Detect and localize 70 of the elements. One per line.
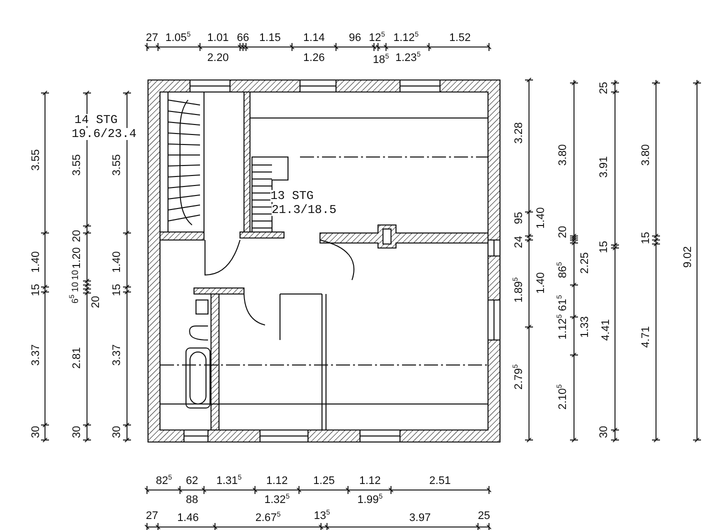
dimension-label: 1.40 [535, 207, 547, 229]
dimension-label: 20 [71, 230, 83, 242]
dimension-label: 13$^{5}$ [314, 510, 330, 522]
dimension-label: 2.81 [71, 347, 83, 369]
dimension-label: 1.40 [30, 251, 42, 273]
stair-label: 14 STG [74, 114, 118, 126]
dimension-label: 62 [186, 475, 198, 487]
dimension-label: 20 [557, 226, 569, 238]
dimension-label: 15 [598, 240, 610, 254]
dimension-label: 1.40 [111, 251, 123, 273]
dimension-label: 27 [146, 510, 158, 522]
dimension-label: 15 [111, 284, 123, 296]
dimension-label: 88 [186, 494, 198, 506]
dimension-label: 30 [30, 426, 42, 438]
dimension-label: 3.80 [557, 144, 569, 166]
dimension-label: 18$^{5}$ [372, 54, 390, 66]
dimension-label: 1.20 [71, 247, 83, 269]
dimension-label: 4.71 [640, 326, 652, 348]
dimension-label: 1.46 [177, 512, 199, 524]
dimension-label: 4.41 [600, 319, 612, 341]
dimension-label: 3.97 [409, 512, 431, 524]
dimension-label: 1.14 [303, 32, 325, 44]
dimension-label: 3.37 [111, 344, 123, 366]
dimension-label: 1.52 [449, 32, 471, 44]
dimension-label: 3.37 [30, 344, 42, 366]
dimension-label: 1.12$^{5}$ [393, 32, 419, 44]
dimension-label: 96 [348, 32, 362, 44]
dimension-label: 27 [146, 32, 158, 44]
dimension-label: 30 [71, 426, 83, 438]
dimension-label: 1.99$^{5}$ [357, 494, 383, 506]
dimension-label: 20 [90, 296, 102, 308]
dimension-label: 15 [30, 284, 42, 296]
dimension-label: 2.51 [429, 475, 451, 487]
dimension-label: 1.33 [579, 316, 591, 338]
dimension-label: 1.12 [266, 475, 288, 487]
dimension-label: 3.80 [640, 144, 652, 166]
stair-label: 19.6/23.4 [72, 128, 136, 140]
dimension-label: 1.15 [259, 32, 281, 44]
dimension-label: 30 [598, 426, 610, 438]
dimension-label: 3.28 [513, 122, 525, 144]
dimension-label: 25 [478, 510, 490, 522]
dimension-label: 1.31$^{5}$ [216, 475, 242, 487]
dimension-label: 10 [70, 282, 80, 292]
dimension-label: 2.67$^{5}$ [255, 512, 281, 524]
dimension-label: 3.55 [30, 149, 42, 171]
dimension-label: 12$^{5}$ [368, 32, 386, 44]
dimension-label: 3.55 [111, 154, 123, 176]
dimension-label: 82$^{5}$ [156, 475, 172, 487]
dimension-label: 9.02 [682, 246, 694, 268]
dimension-label: 1.01 [207, 32, 229, 44]
stair-label: 13 STG [270, 190, 314, 202]
dimension-label: 24 [513, 236, 525, 248]
dimension-label: 1.26 [303, 52, 325, 64]
stair-label: 21.3/18.5 [272, 204, 336, 216]
dimension-label: 10 [70, 270, 80, 280]
dimension-label: 1.32$^{5}$ [264, 494, 290, 506]
dimension-label: 1.23$^{5}$ [395, 52, 421, 64]
dimension-label: 3.91 [598, 156, 610, 178]
dimension-label: 95 [513, 212, 525, 224]
dimension-label: 1.25 [313, 475, 335, 487]
dimension-label: 30 [111, 426, 123, 438]
dimension-label: 3.55 [71, 154, 83, 176]
dimension-label: 1.05$^{5}$ [165, 32, 191, 44]
dimension-label: 15 [640, 232, 652, 244]
dimension-label: 1.40 [535, 272, 547, 294]
dimension-label: 2.20 [207, 52, 229, 64]
dimension-label: 66 [236, 32, 250, 44]
dimension-label: 1.12 [359, 475, 381, 487]
dimension-label: 2.25 [579, 252, 591, 274]
dimension-label: 25 [598, 82, 610, 94]
